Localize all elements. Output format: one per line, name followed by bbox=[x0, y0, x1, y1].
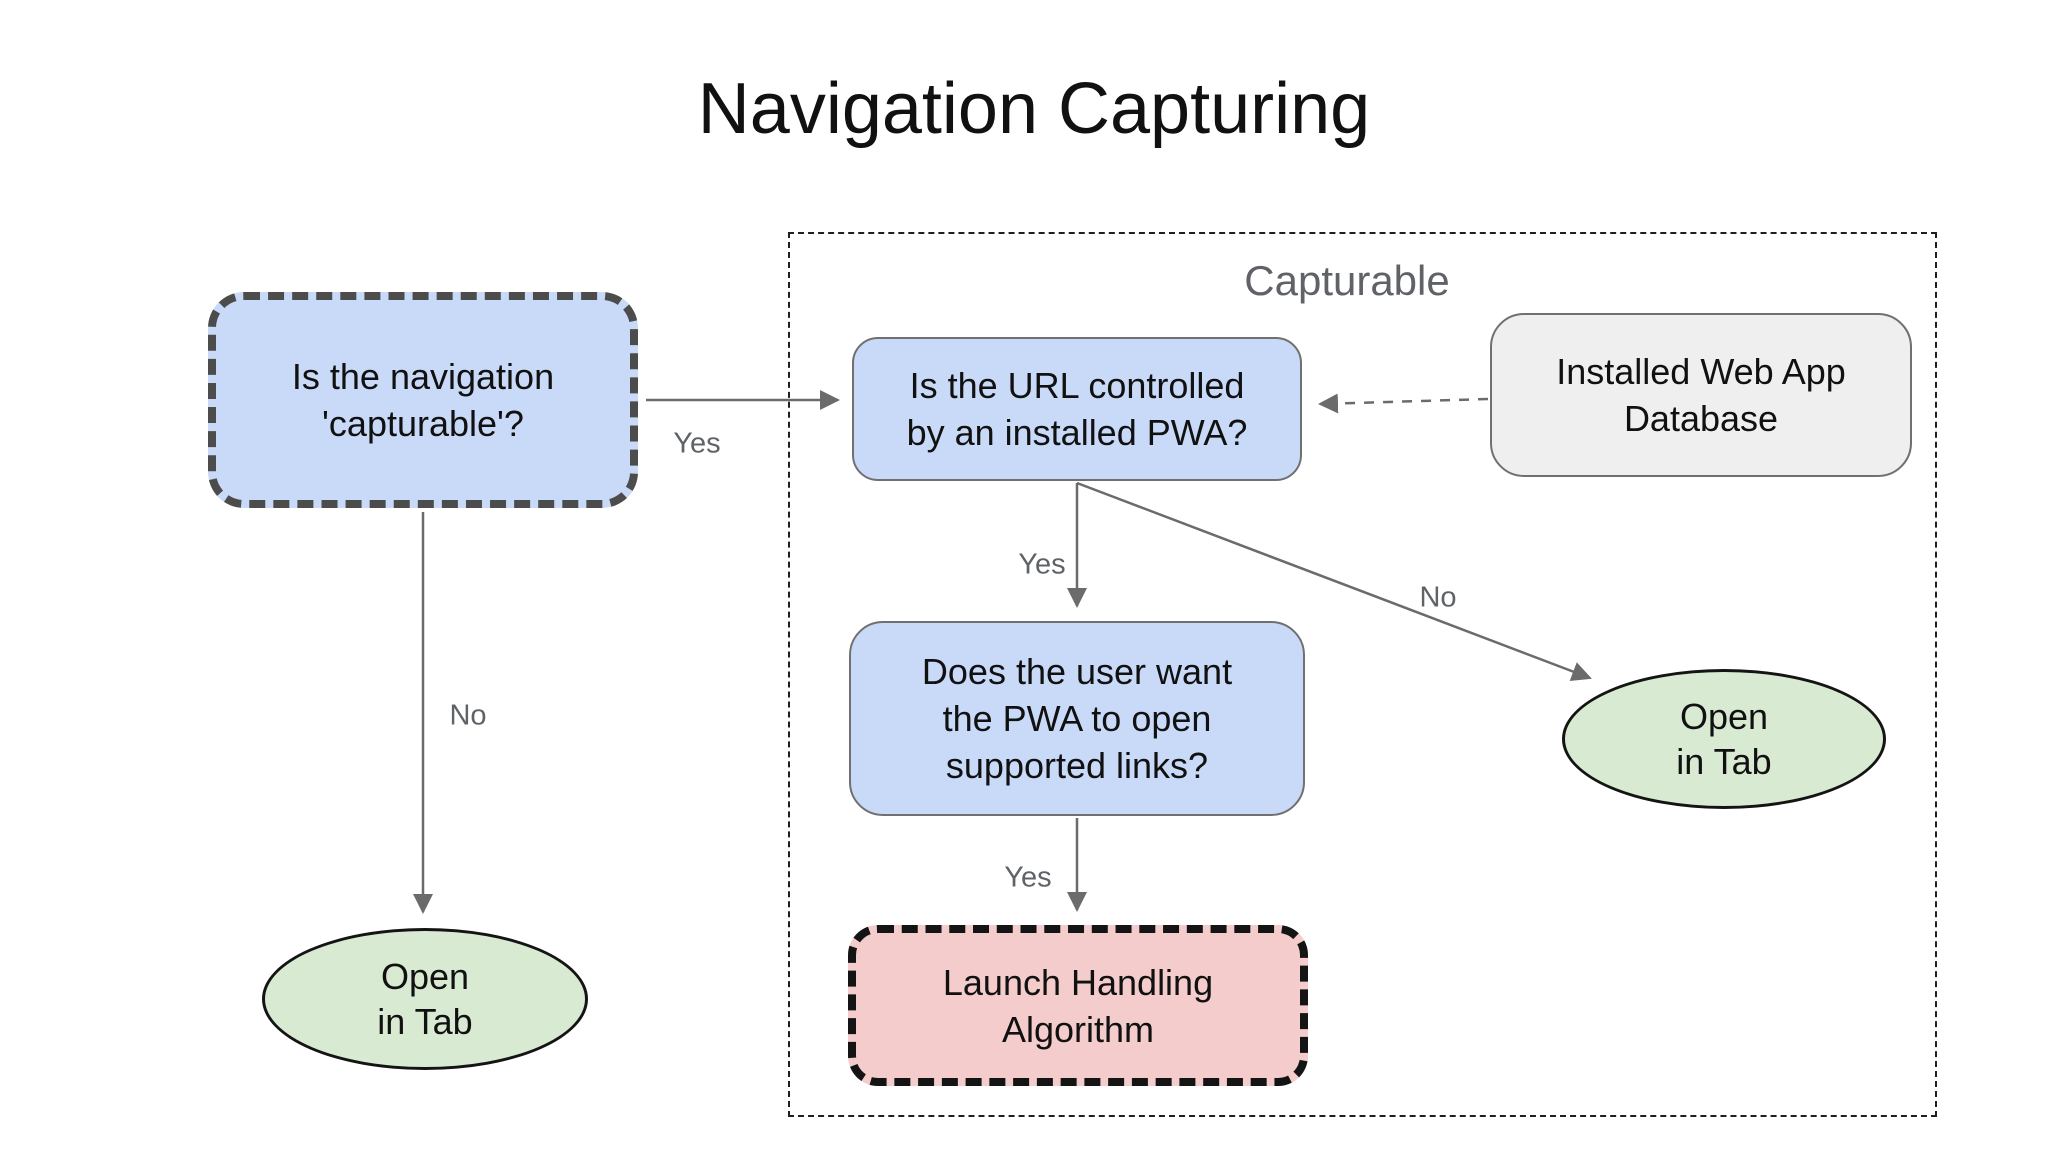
page-title: Navigation Capturing bbox=[697, 69, 1371, 149]
edge-label-capturable-yes: Yes bbox=[673, 427, 721, 460]
node-launch-handling-algorithm-text: Launch Handling Algorithm bbox=[942, 961, 1214, 1050]
node-does-user-want-pwa-links-text: Does the user want the PWA to open suppo… bbox=[921, 651, 1233, 786]
node-is-navigation-capturable-text: Is the navigation 'capturable'? bbox=[291, 356, 555, 444]
node-is-navigation-capturable: Is the navigation 'capturable'? bbox=[208, 292, 638, 508]
node-open-in-tab-right: Open in Tab bbox=[1562, 669, 1886, 809]
node-open-in-tab-right-text: Open in Tab bbox=[1676, 696, 1772, 782]
node-does-user-want-pwa-links: Does the user want the PWA to open suppo… bbox=[849, 621, 1305, 816]
node-installed-web-app-database: Installed Web App Database bbox=[1490, 313, 1912, 477]
node-open-in-tab-left: Open in Tab bbox=[262, 928, 588, 1070]
edge-label-capturable-no: No bbox=[449, 699, 487, 732]
edge-label-user-yes: Yes bbox=[1004, 861, 1052, 894]
node-launch-handling-algorithm: Launch Handling Algorithm bbox=[848, 925, 1308, 1086]
edge-label-url-yes: Yes bbox=[1018, 548, 1066, 581]
arrow-url-no bbox=[1076, 481, 1592, 681]
node-open-in-tab-left-text: Open in Tab bbox=[377, 956, 473, 1042]
arrow-db-to-url-dashed bbox=[1318, 393, 1489, 414]
capturable-group-label: Capturable bbox=[1244, 257, 1450, 304]
node-is-url-controlled-by-pwa-text: Is the URL controlled by an installed PW… bbox=[906, 365, 1248, 453]
capturable-group-frame bbox=[788, 232, 1937, 1117]
node-installed-web-app-database-text: Installed Web App Database bbox=[1556, 351, 1846, 439]
edge-label-url-no: No bbox=[1419, 581, 1457, 614]
node-is-url-controlled-by-pwa: Is the URL controlled by an installed PW… bbox=[852, 337, 1302, 481]
